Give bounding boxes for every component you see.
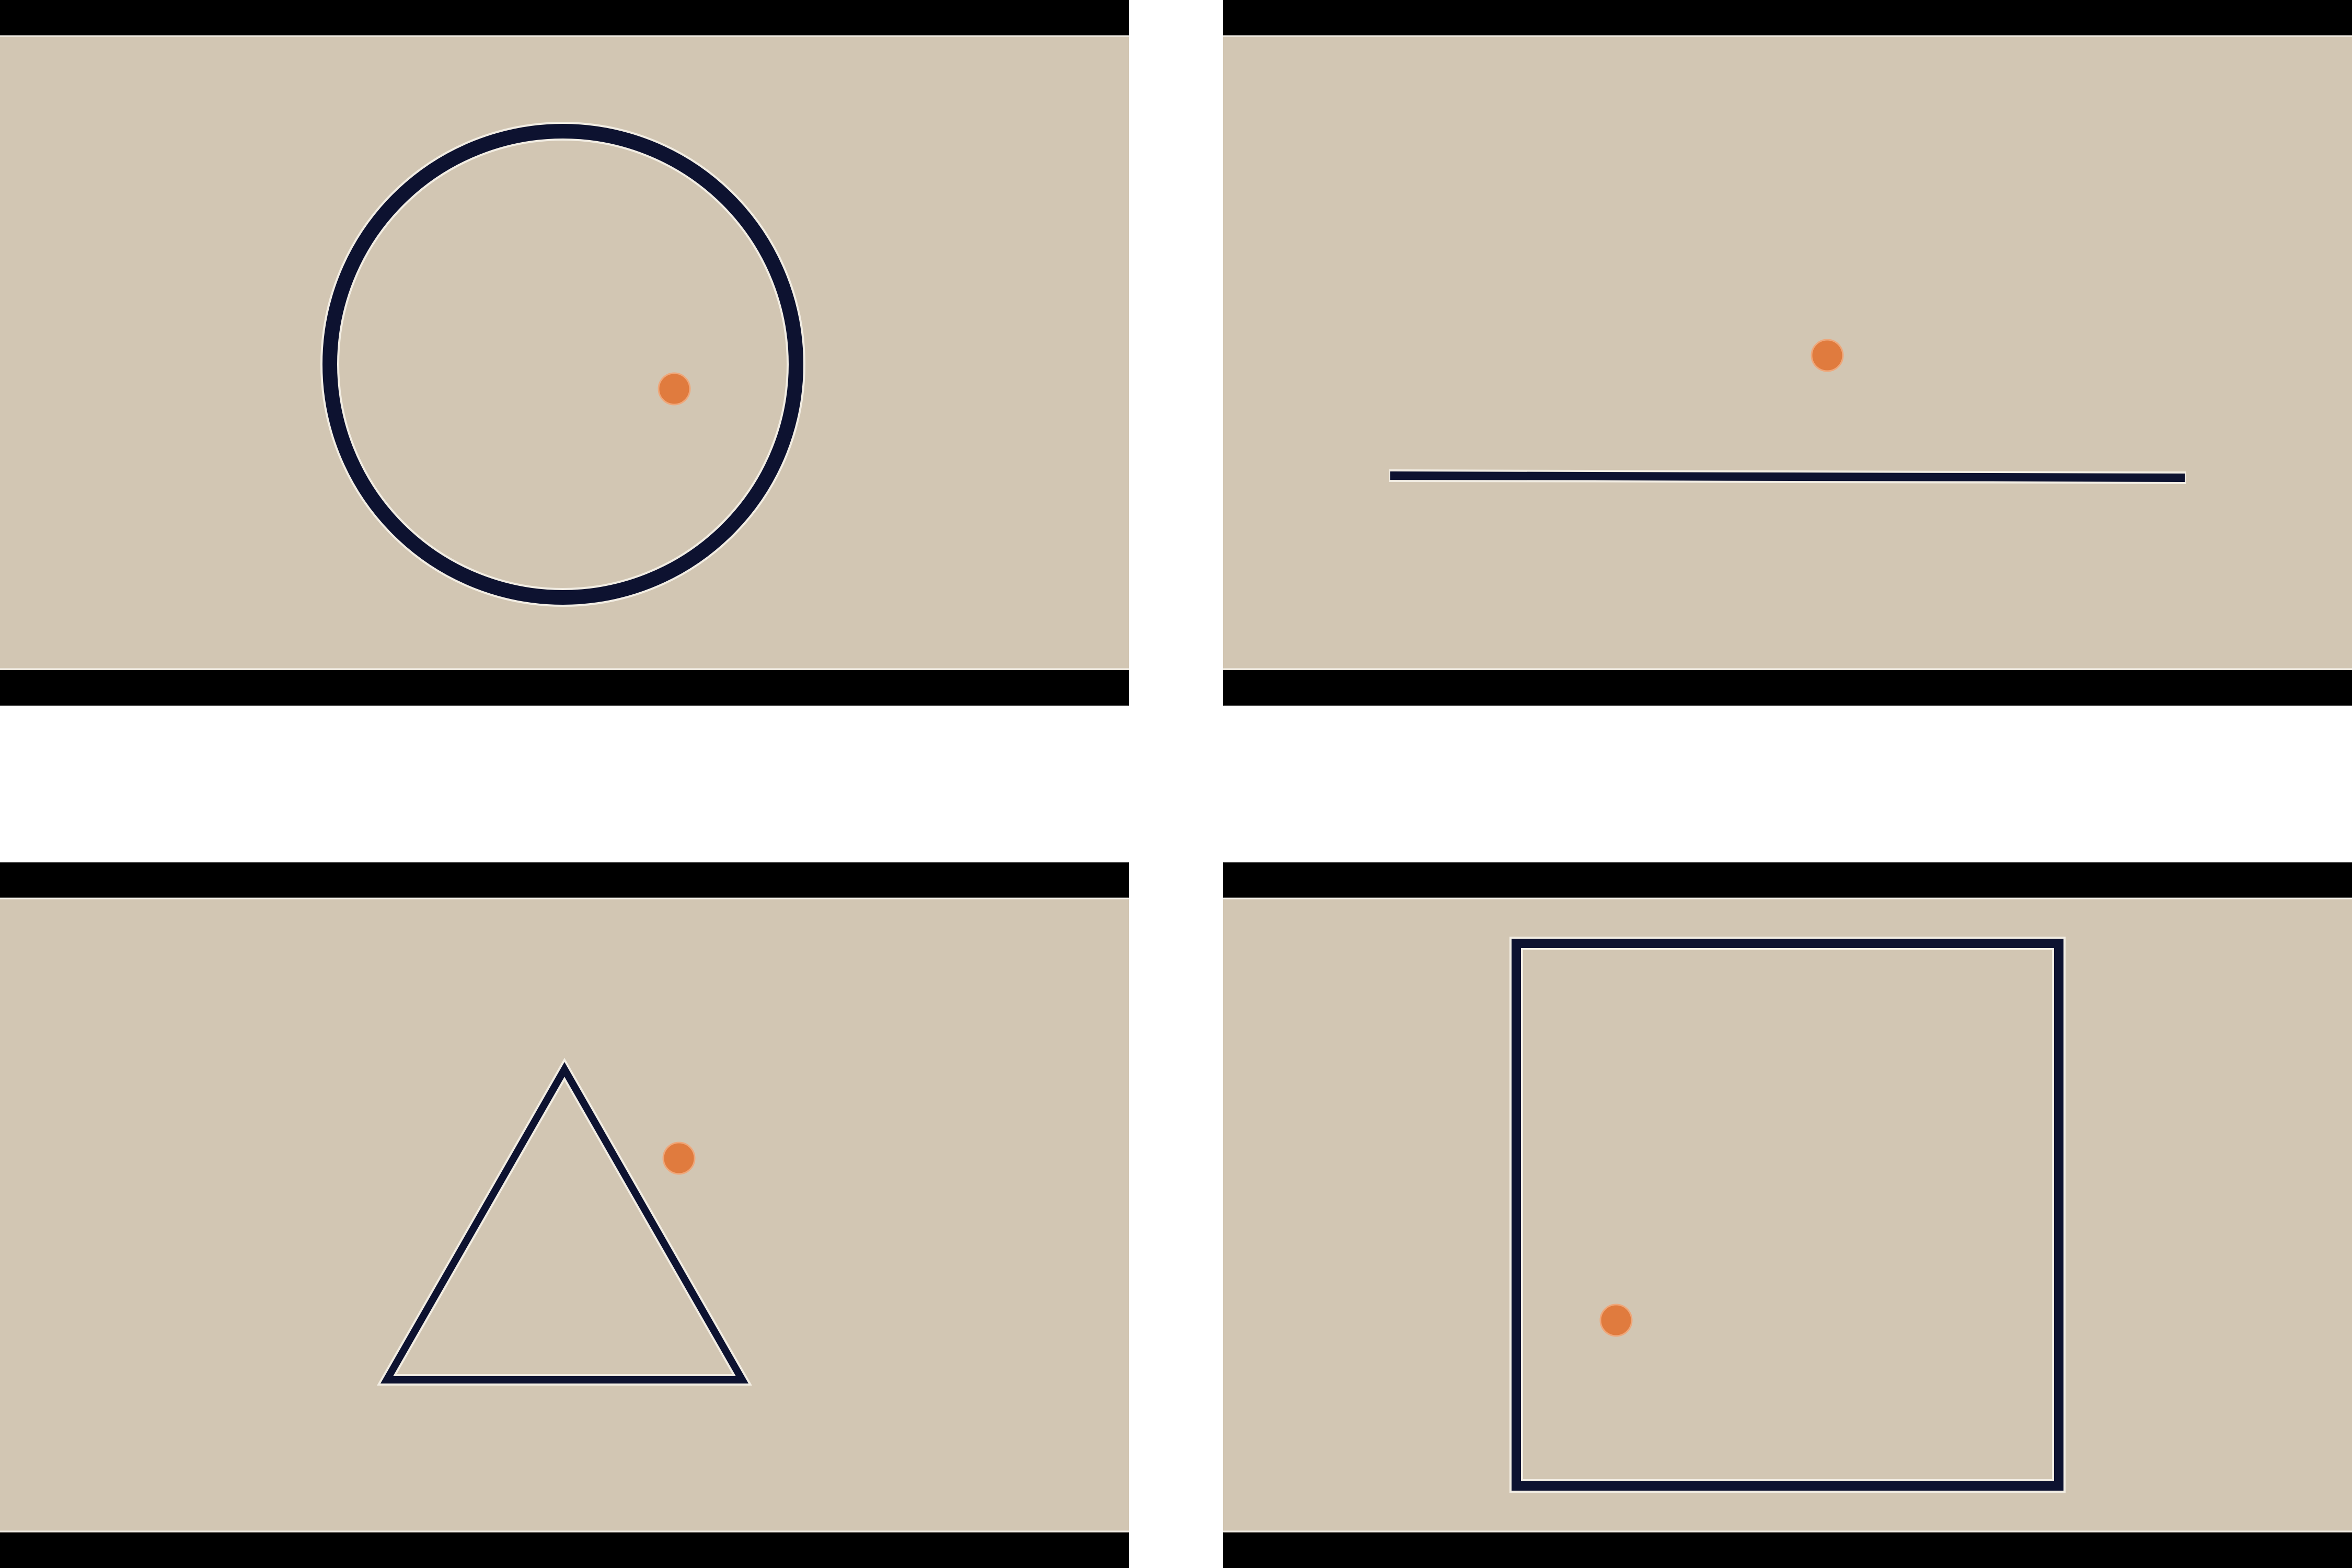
- panel-line: [1223, 0, 2352, 706]
- top-band: [1223, 0, 2352, 36]
- top-band: [1223, 862, 2352, 898]
- panel-background: [1223, 862, 2352, 1568]
- panel-triangle-canvas: [0, 862, 1129, 1568]
- panel-square-canvas: [1223, 862, 2352, 1568]
- orange-dot: [662, 1142, 696, 1175]
- orange-dot: [1811, 339, 1844, 372]
- triangle-shape: [380, 1062, 749, 1383]
- panel-square: [1223, 862, 2352, 1568]
- bottom-band: [0, 1532, 1129, 1568]
- panel-triangle: [0, 862, 1129, 1568]
- circle-shape: [322, 124, 803, 605]
- panel-line-canvas: [1223, 0, 2352, 706]
- panel-circle: [0, 0, 1129, 706]
- panel-circle-canvas: [0, 0, 1129, 706]
- top-band: [0, 862, 1129, 898]
- panel-background: [0, 862, 1129, 1568]
- orange-dot: [1599, 1304, 1633, 1337]
- bottom-band: [1223, 670, 2352, 706]
- square-shape: [1512, 939, 2063, 1491]
- orange-dot: [658, 372, 691, 406]
- top-band: [0, 0, 1129, 36]
- line-shape: [1390, 471, 2185, 482]
- bottom-band: [0, 670, 1129, 706]
- panel-background: [1223, 0, 2352, 706]
- bottom-band: [1223, 1532, 2352, 1568]
